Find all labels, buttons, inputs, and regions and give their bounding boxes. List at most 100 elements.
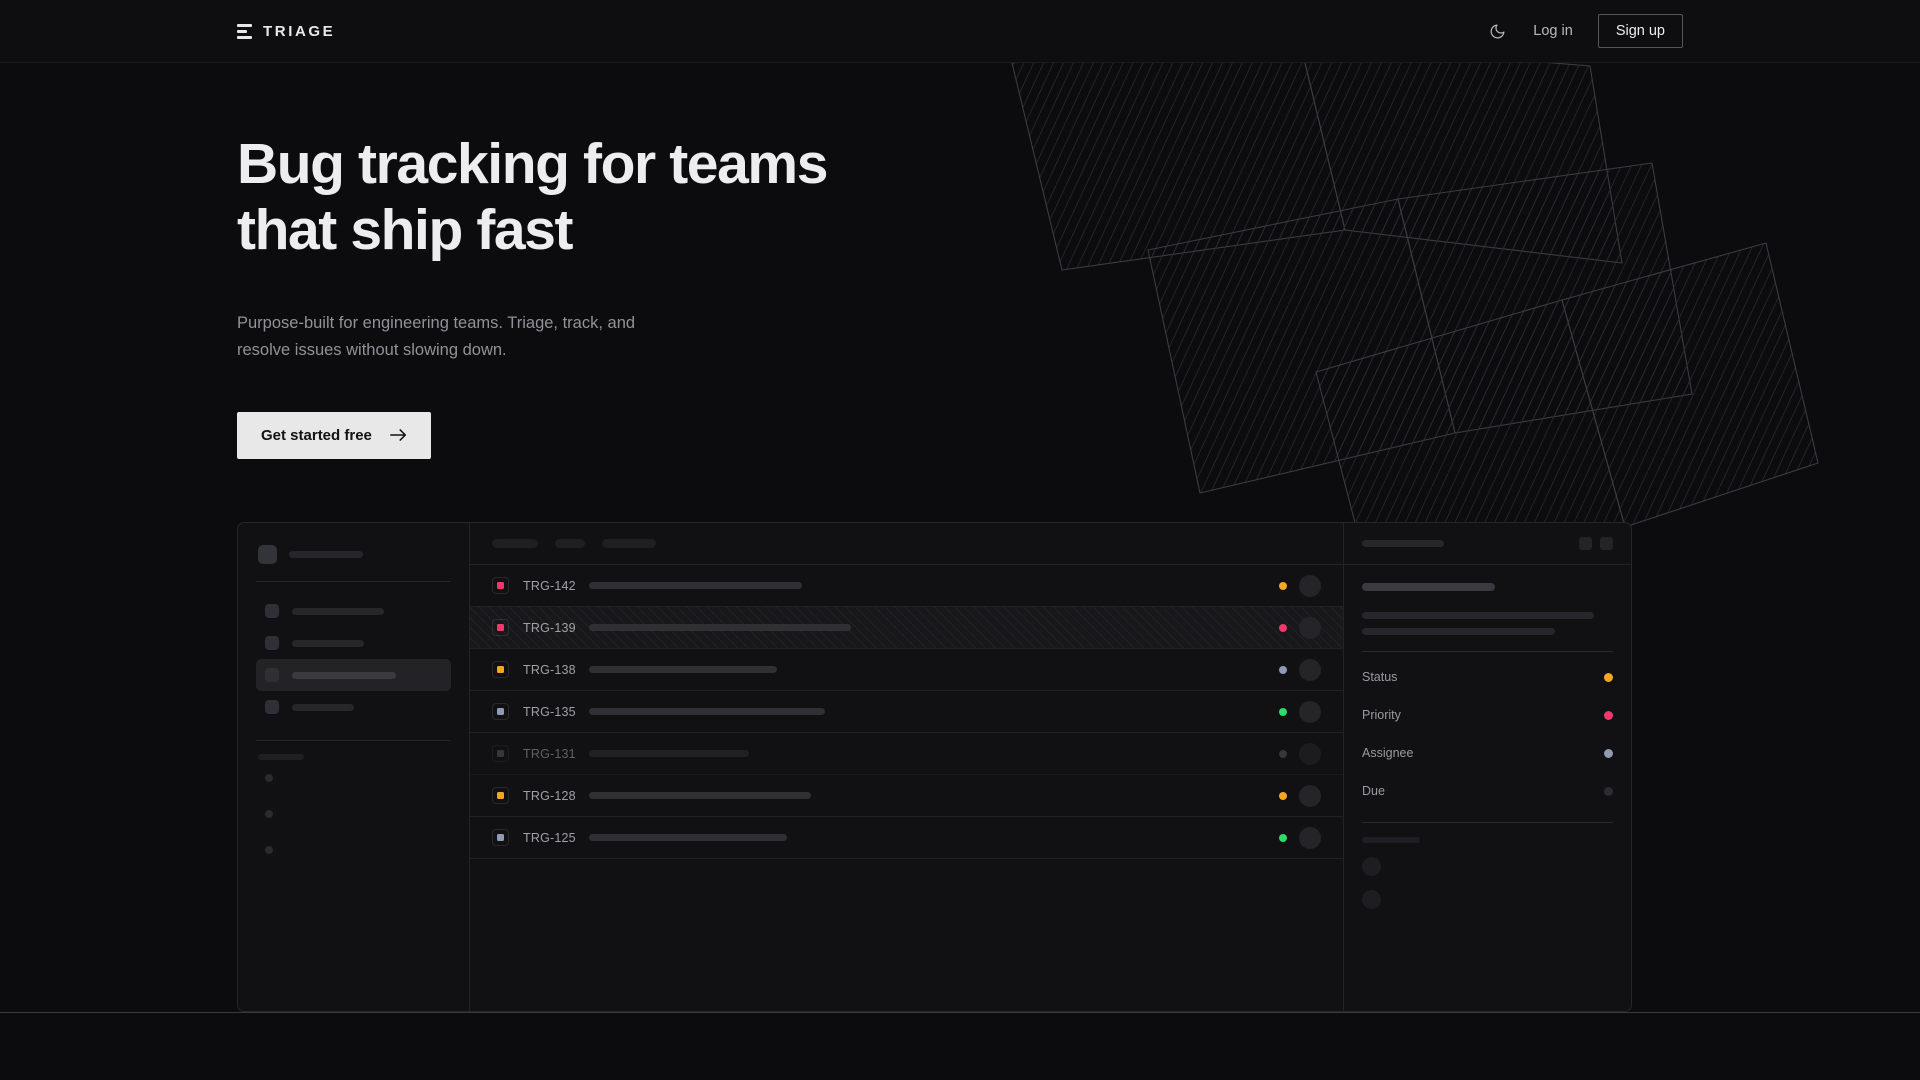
issue-id: TRG-142 [523, 578, 576, 593]
detail-divider-bottom [1362, 822, 1613, 823]
issue-title-skeleton [589, 624, 851, 631]
detail-header [1344, 523, 1631, 565]
sidebar-divider-top [256, 581, 451, 582]
sidebar-sub-item-dot-icon [265, 846, 273, 854]
sidebar-item-label-skeleton [292, 703, 354, 711]
detail-meta-label: Assignee [1362, 746, 1414, 760]
sidebar-divider-bottom [256, 740, 451, 741]
sidebar-item-1[interactable] [256, 595, 451, 627]
moon-icon[interactable] [1486, 20, 1508, 42]
status-dot [1279, 665, 1287, 674]
sidebar-section-label-skeleton [258, 754, 304, 760]
detail-meta-assignee[interactable]: Assignee [1362, 734, 1613, 772]
issue-row[interactable]: TRG-142 [470, 565, 1343, 607]
priority-indicator[interactable] [492, 703, 509, 720]
issue-row-meta [1279, 616, 1321, 639]
activity-avatar-2 [1362, 890, 1381, 909]
sidebar-nav-list [256, 595, 451, 723]
list-toolbar-chip-1[interactable] [492, 539, 538, 548]
activity-feed [1362, 857, 1613, 909]
list-toolbar-chip-2[interactable] [555, 539, 585, 548]
brand-name: TRIAGE [263, 22, 336, 40]
issue-title-skeleton [589, 792, 811, 799]
sidebar-sub-item-1[interactable] [256, 760, 451, 796]
issue-row[interactable]: TRG-128 [470, 775, 1343, 817]
status-dot [1279, 791, 1287, 800]
priority-indicator[interactable] [492, 829, 509, 846]
issue-title-skeleton [589, 750, 749, 757]
sidebar-item-label-skeleton [292, 671, 396, 679]
issue-row-meta [1279, 658, 1321, 681]
assignee-avatar[interactable] [1299, 616, 1321, 639]
brand-logo[interactable]: TRIAGE [237, 23, 335, 40]
issue-id: TRG-138 [523, 662, 576, 677]
detail-divider-top [1362, 651, 1613, 652]
sidebar-item-icon [265, 668, 279, 682]
issue-row[interactable]: TRG-135 [470, 691, 1343, 733]
detail-meta-value-dot [1604, 786, 1613, 796]
workspace-switcher[interactable] [256, 545, 451, 564]
assignee-avatar[interactable] [1299, 826, 1321, 849]
sidebar-sub-item-3[interactable] [256, 832, 451, 868]
signup-button[interactable]: Sign up [1597, 14, 1683, 48]
login-link[interactable]: Log in [1533, 23, 1573, 39]
detail-meta-label: Status [1362, 670, 1398, 684]
assignee-avatar[interactable] [1299, 742, 1321, 765]
issue-row[interactable]: TRG-125 [470, 817, 1343, 859]
assignee-avatar[interactable] [1299, 574, 1321, 597]
issue-id: TRG-128 [523, 788, 576, 803]
status-dot [1279, 707, 1287, 716]
issue-id: TRG-135 [523, 704, 576, 719]
detail-meta-due[interactable]: Due [1362, 772, 1613, 810]
sidebar-item-icon [265, 700, 279, 714]
top-navigation-bar: TRIAGE Log in Sign up [0, 0, 1920, 63]
issue-id: TRG-125 [523, 830, 576, 845]
issue-row-meta [1279, 700, 1321, 723]
issue-row-meta [1279, 826, 1321, 849]
priority-indicator[interactable] [492, 577, 509, 594]
activity-label-skeleton [1362, 837, 1420, 843]
assignee-avatar[interactable] [1299, 700, 1321, 723]
sidebar-sub-item-2[interactable] [256, 796, 451, 832]
priority-indicator[interactable] [492, 745, 509, 762]
issue-row-meta [1279, 574, 1321, 597]
sidebar-item-4[interactable] [256, 691, 451, 723]
detail-title-skeleton [1362, 583, 1495, 591]
detail-header-skeleton [1362, 540, 1444, 547]
detail-meta-priority[interactable]: Priority [1362, 696, 1613, 734]
detail-action-button-1[interactable] [1579, 537, 1592, 550]
issue-title-skeleton [589, 834, 787, 841]
priority-indicator[interactable] [492, 619, 509, 636]
issue-row[interactable]: TRG-131 [470, 733, 1343, 775]
workspace-avatar [258, 545, 277, 564]
list-toolbar-chip-3[interactable] [602, 539, 656, 548]
hero-section: Bug tracking for teams that ship fast Pu… [237, 63, 828, 459]
workspace-name-skeleton [289, 551, 363, 558]
assignee-avatar[interactable] [1299, 784, 1321, 807]
detail-meta-label: Due [1362, 784, 1385, 798]
detail-meta-label: Priority [1362, 708, 1401, 722]
activity-avatar-1 [1362, 857, 1381, 876]
status-dot [1279, 581, 1287, 590]
sidebar-item-3[interactable] [256, 659, 451, 691]
issue-row[interactable]: TRG-138 [470, 649, 1343, 691]
detail-meta-status[interactable]: Status [1362, 658, 1613, 696]
detail-action-button-2[interactable] [1600, 537, 1613, 550]
assignee-avatar[interactable] [1299, 658, 1321, 681]
detail-action-buttons [1579, 537, 1613, 550]
issue-row[interactable]: TRG-139 [470, 607, 1343, 649]
priority-indicator[interactable] [492, 661, 509, 678]
page-title: Bug tracking for teams that ship fast [237, 132, 828, 263]
hero-subheading: Purpose-built for engineering teams. Tri… [237, 314, 636, 359]
priority-indicator[interactable] [492, 787, 509, 804]
issue-title-skeleton [589, 666, 777, 673]
detail-description-line-1 [1362, 612, 1594, 619]
get-started-button[interactable]: Get started free [237, 411, 431, 459]
detail-description-skeletons [1362, 612, 1613, 635]
sidebar-sub-item-dot-icon [265, 774, 273, 782]
sidebar-item-2[interactable] [256, 627, 451, 659]
triage-bars-logo-icon [237, 23, 252, 39]
issue-title-skeleton [589, 708, 825, 715]
